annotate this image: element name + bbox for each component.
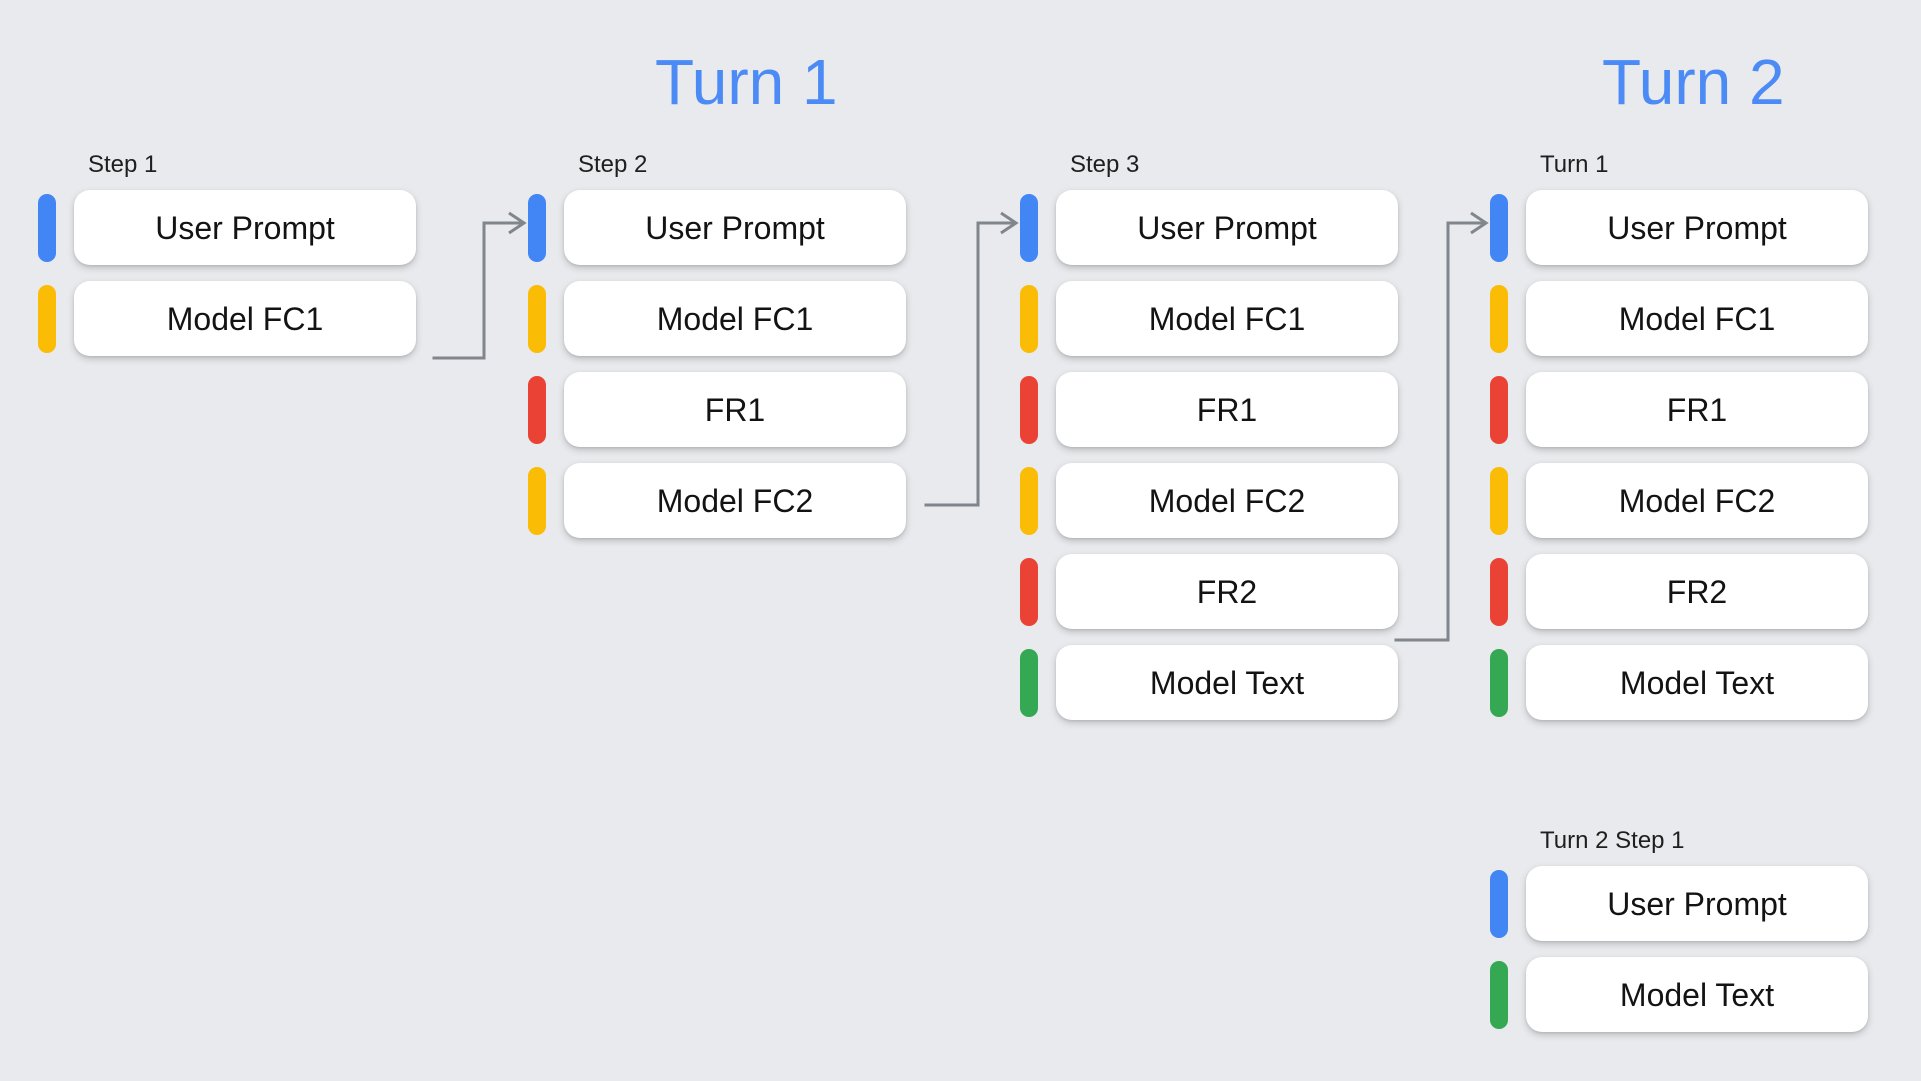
list-item[interactable]: FR1 <box>528 372 906 447</box>
message-card-label: Model FC2 <box>1148 482 1306 519</box>
role-bar-function-call-icon <box>1490 466 1508 535</box>
role-bar-model-text-icon <box>1490 960 1508 1029</box>
message-card-label: Model FC1 <box>656 300 814 337</box>
message-card[interactable]: FR1 <box>1056 372 1398 447</box>
role-bar-user-icon <box>38 193 56 262</box>
column-label-turn-2-step-1: Turn 2 Step 1 <box>1540 827 1685 854</box>
message-card-label: User Prompt <box>1137 209 1317 246</box>
role-bar-function-call-icon <box>1490 284 1508 353</box>
message-card-label: Model Text <box>1149 664 1305 701</box>
message-card[interactable]: Model FC2 <box>1526 463 1868 538</box>
message-card[interactable]: User Prompt <box>74 190 416 265</box>
list-item[interactable]: User Prompt <box>1020 190 1398 265</box>
message-card-label: FR2 <box>1196 573 1258 610</box>
connector-arrow-step3-to-turn1 <box>1394 211 1489 642</box>
message-card-label: FR1 <box>1196 391 1258 428</box>
column-step-3: Step 3 User Prompt Model FC1 FR1 Model F… <box>1020 153 1398 720</box>
column-turn-1: Turn 1 User Prompt Model FC1 FR1 Model F… <box>1490 153 1868 720</box>
message-card[interactable]: Model FC1 <box>1056 281 1398 356</box>
list-item[interactable]: Model FC1 <box>528 281 906 356</box>
list-item[interactable]: Model Text <box>1020 645 1398 720</box>
message-card[interactable]: Model FC2 <box>1056 463 1398 538</box>
list-item[interactable]: Model FC1 <box>1490 281 1868 356</box>
column-label-step-2: Step 2 <box>578 151 648 178</box>
column-step-2: Step 2 User Prompt Model FC1 FR1 Model F… <box>528 153 906 538</box>
list-item[interactable]: Model FC2 <box>528 463 906 538</box>
message-card-label: FR1 <box>704 391 766 428</box>
message-card-label: FR2 <box>1666 573 1728 610</box>
message-card[interactable]: User Prompt <box>1526 866 1868 941</box>
role-bar-model-text-icon <box>1020 648 1038 717</box>
message-card-label: Model FC1 <box>166 300 324 337</box>
list-item[interactable]: Model Text <box>1490 957 1868 1032</box>
message-card[interactable]: Model FC1 <box>1526 281 1868 356</box>
connector-arrow-step2-to-step3 <box>924 211 1019 507</box>
message-card-label: Model FC2 <box>656 482 814 519</box>
list-item[interactable]: User Prompt <box>38 190 416 265</box>
message-card-label: Model Text <box>1619 976 1775 1013</box>
message-card[interactable]: FR2 <box>1056 554 1398 629</box>
turn-2-heading: Turn 2 <box>1602 46 1785 118</box>
message-card-label: User Prompt <box>1607 209 1787 246</box>
role-bar-function-response-icon <box>528 375 546 444</box>
message-card[interactable]: User Prompt <box>1056 190 1398 265</box>
role-bar-function-call-icon <box>38 284 56 353</box>
column-label-step-3: Step 3 <box>1070 151 1140 178</box>
role-bar-user-icon <box>1490 869 1508 938</box>
message-card[interactable]: FR1 <box>564 372 906 447</box>
list-item[interactable]: FR2 <box>1020 554 1398 629</box>
list-item[interactable]: FR2 <box>1490 554 1868 629</box>
turn-1-heading: Turn 1 <box>655 46 838 118</box>
message-card[interactable]: Model FC1 <box>74 281 416 356</box>
list-item[interactable]: Model Text <box>1490 645 1868 720</box>
list-item[interactable]: User Prompt <box>528 190 906 265</box>
list-item[interactable]: FR1 <box>1490 372 1868 447</box>
role-bar-function-call-icon <box>1020 466 1038 535</box>
role-bar-user-icon <box>1020 193 1038 262</box>
message-card-label: User Prompt <box>155 209 335 246</box>
role-bar-function-response-icon <box>1490 375 1508 444</box>
role-bar-function-call-icon <box>528 284 546 353</box>
message-card-label: User Prompt <box>645 209 825 246</box>
message-card[interactable]: FR1 <box>1526 372 1868 447</box>
role-bar-user-icon <box>1490 193 1508 262</box>
connector-arrow-step1-to-step2 <box>432 211 527 360</box>
role-bar-function-call-icon <box>1020 284 1038 353</box>
list-item[interactable]: Model FC1 <box>1020 281 1398 356</box>
message-card[interactable]: Model Text <box>1526 957 1868 1032</box>
message-card[interactable]: Model Text <box>1526 645 1868 720</box>
list-item[interactable]: User Prompt <box>1490 190 1868 265</box>
message-card-label: FR1 <box>1666 391 1728 428</box>
message-card[interactable]: User Prompt <box>1526 190 1868 265</box>
message-card[interactable]: Model Text <box>1056 645 1398 720</box>
role-bar-model-text-icon <box>1490 648 1508 717</box>
column-step-1: Step 1 User Prompt Model FC1 <box>38 153 416 356</box>
role-bar-function-response-icon <box>1020 557 1038 626</box>
message-card[interactable]: User Prompt <box>564 190 906 265</box>
message-card[interactable]: Model FC2 <box>564 463 906 538</box>
column-label-turn-1: Turn 1 <box>1540 151 1609 178</box>
message-card-label: Model Text <box>1619 664 1775 701</box>
role-bar-function-call-icon <box>528 466 546 535</box>
message-card-label: User Prompt <box>1607 885 1787 922</box>
message-card-label: Model FC2 <box>1618 482 1776 519</box>
list-item[interactable]: Model FC1 <box>38 281 416 356</box>
message-card-label: Model FC1 <box>1618 300 1776 337</box>
message-card-label: Model FC1 <box>1148 300 1306 337</box>
list-item[interactable]: FR1 <box>1020 372 1398 447</box>
role-bar-function-response-icon <box>1020 375 1038 444</box>
column-turn-2-step-1: Turn 2 Step 1 User Prompt Model Text <box>1490 829 1868 1032</box>
message-card[interactable]: FR2 <box>1526 554 1868 629</box>
role-bar-user-icon <box>528 193 546 262</box>
list-item[interactable]: Model FC2 <box>1490 463 1868 538</box>
role-bar-function-response-icon <box>1490 557 1508 626</box>
message-card[interactable]: Model FC1 <box>564 281 906 356</box>
list-item[interactable]: Model FC2 <box>1020 463 1398 538</box>
list-item[interactable]: User Prompt <box>1490 866 1868 941</box>
column-label-step-1: Step 1 <box>88 151 158 178</box>
